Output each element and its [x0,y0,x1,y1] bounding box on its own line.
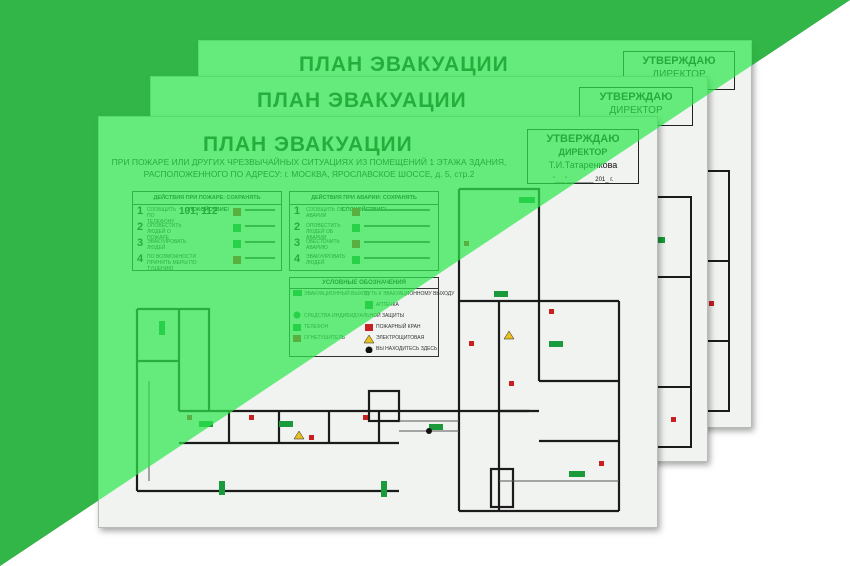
approval-label: УТВЕРЖДАЮ [599,91,673,103]
sheet-title: ПЛАН ЭВАКУАЦИИ [203,133,413,156]
approval-label: УТВЕРЖДАЮ [546,133,620,145]
floor-plan [135,187,621,513]
approval-label: УТВЕРЖДАЮ [642,55,716,67]
evacuation-plan-sheet-front: ПЛАН ЭВАКУАЦИИ ПРИ ПОЖАРЕ ИЛИ ДРУГИХ ЧРЕ… [98,116,658,528]
plan-subtitle-line-1: ПРИ ПОЖАРЕ ИЛИ ДРУГИХ ЧРЕЗВЫЧАЙНЫХ СИТУА… [111,157,507,167]
plan-subtitle-line-2: РАСПОЛОЖЕННОГО ПО АДРЕСУ: г. МОСКВА, ЯРО… [143,169,475,179]
approval-name: Т.И.Татаренкова [548,160,618,170]
approval-role: ДИРЕКТОР [558,147,608,157]
you-are-here-marker [426,428,432,434]
approval-role: ДИРЕКТОР [609,105,663,116]
approval-block: УТВЕРЖДАЮ ДИРЕКТОР Т.И.Татаренкова "___"… [527,129,639,184]
sheet-title: ПЛАН ЭВАКУАЦИИ [257,89,467,112]
sheet-title: ПЛАН ЭВАКУАЦИИ [299,53,509,76]
